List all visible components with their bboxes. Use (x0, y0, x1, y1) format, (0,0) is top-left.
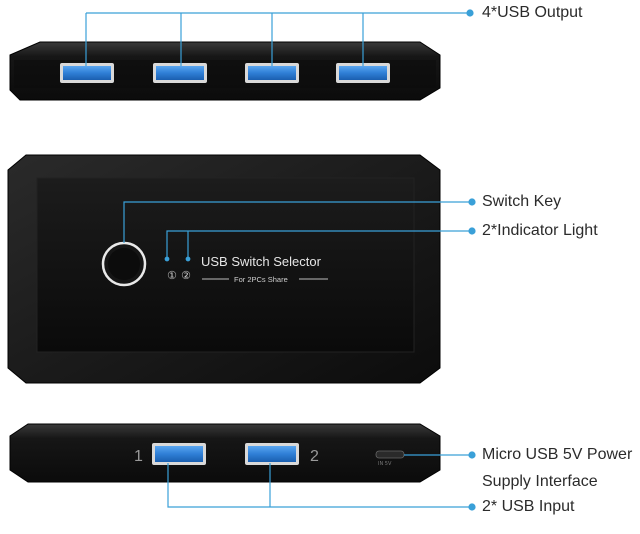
device-title: USB Switch Selector (201, 254, 322, 269)
callout-micro-usb-line1: Micro USB 5V Power (482, 446, 633, 463)
device-face (14, 60, 436, 88)
input-port-number-1: 1 (134, 448, 143, 465)
middle-leader-lines (123, 198, 476, 262)
usb-input-port-2 (245, 443, 299, 465)
output-leader-lines (85, 9, 474, 66)
callout-micro-usb-line2: Supply Interface (482, 473, 598, 490)
input-leader-lines (167, 451, 476, 511)
output-side-view (9, 41, 441, 101)
switch-top-view: ① ② USB Switch Selector For 2PCs Share (7, 154, 441, 384)
usb-output-port-2 (153, 63, 207, 83)
micro-port-label: IN 5V (378, 461, 392, 467)
input-side-view: 1 2 IN 5V (9, 423, 441, 483)
callout-usb-output: 4*USB Output (482, 4, 583, 21)
indicator-label-2: ② (181, 269, 191, 282)
switch-top-panel (36, 177, 415, 353)
input-port-number-2: 2 (310, 448, 319, 465)
callout-switch-key: Switch Key (482, 193, 562, 210)
usb-output-port-1 (60, 63, 114, 83)
usb-input-port-1 (152, 443, 206, 465)
device-body-bottom (9, 423, 441, 483)
callout-indicator-light: 2*Indicator Light (482, 222, 598, 239)
switch-key-button (101, 241, 147, 287)
usb-output-port-4 (336, 63, 390, 83)
callout-usb-input: 2* USB Input (482, 498, 575, 515)
device-subtitle: For 2PCs Share (234, 275, 288, 284)
indicator-label-1: ① (167, 269, 177, 282)
usb-output-port-3 (245, 63, 299, 83)
